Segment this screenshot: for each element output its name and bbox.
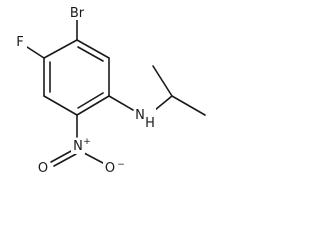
bond-c-nh: [108, 95, 134, 111]
amine-h-label: H: [145, 116, 155, 131]
bromine-label: Br: [70, 6, 85, 21]
benzene-ring: [43, 39, 110, 116]
atom-bromine: Br: [66, 4, 88, 21]
ring-bond-c6-c1: [43, 39, 78, 59]
bond-n-o-double-b: [53, 153, 77, 167]
ring-double-bond-c3-c4: [77, 92, 104, 109]
fluorine-label: F: [16, 35, 23, 50]
nitro-o-anion-label: O: [105, 161, 115, 176]
bond-c-f: [26, 46, 45, 59]
atom-fluorine: F: [14, 33, 27, 50]
atom-nitro-oxygen-anion: O −: [103, 159, 125, 176]
nitro-minus-label: −: [117, 160, 125, 170]
ring-bond-c4-c5: [43, 95, 78, 116]
atom-amine: N H: [134, 107, 156, 131]
amine-n-label: N: [135, 108, 145, 123]
nitro-plus-label: +: [83, 137, 91, 147]
bond-ch-ch3-upper: [152, 65, 173, 97]
ring-bond-c3-c4: [76, 95, 110, 116]
atom-nitro-nitrogen: N +: [71, 137, 91, 154]
atom-nitro-oxygen-double: O: [35, 159, 50, 176]
bond-n-o-double-a: [50, 149, 74, 163]
bond-nh-ch: [154, 95, 173, 111]
bond-ch-ch3-right: [171, 95, 206, 116]
ring-bond-c1-c2: [76, 39, 110, 59]
bond-n-o-single: [83, 152, 104, 164]
ring-double-bond-c1-c2: [77, 46, 104, 62]
chemical-structure-diagram: Br F N H N + O O −: [14, 4, 206, 176]
nitro-n-label: N: [73, 139, 83, 154]
nitro-o-double-label: O: [38, 161, 48, 176]
